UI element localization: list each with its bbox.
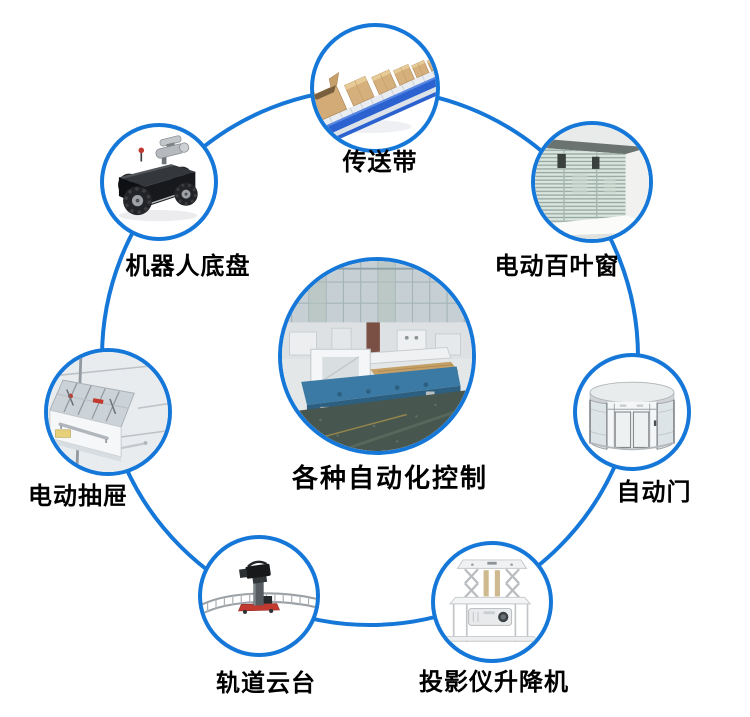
rail-gimbal-illustration <box>202 560 316 615</box>
node-conveyor-belt <box>310 23 440 153</box>
robot-chassis-label: 机器人底盘 <box>125 253 251 280</box>
automatic-door-illustration <box>589 381 675 451</box>
node-robot-chassis <box>100 123 218 241</box>
conveyor-belt-label: 传送带 <box>342 149 418 176</box>
robot-chassis-illustration <box>117 135 198 222</box>
electric-blinds-illustration <box>535 125 649 239</box>
projector-lift-label: 投影仪升降机 <box>419 669 569 696</box>
electric-blinds-label: 电动百叶窗 <box>494 253 620 280</box>
node-rail-gimbal <box>198 535 320 657</box>
automatic-door-label: 自动门 <box>616 479 692 506</box>
electric-drawer-label: 电动抽屉 <box>28 483 128 510</box>
node-electric-blinds <box>531 121 653 243</box>
electric-drawer-illustration <box>48 352 168 472</box>
center-label: 各种自动化控制 <box>291 463 489 493</box>
node-electric-drawer <box>44 348 172 476</box>
projector-lift-illustration <box>441 559 539 643</box>
center-node-automation-control <box>278 257 476 455</box>
rail-gimbal-label: 轨道云台 <box>216 670 316 697</box>
node-projector-lift <box>431 541 553 663</box>
conveyor-belt-illustration <box>314 56 436 149</box>
factory-automation-illustration <box>282 261 472 451</box>
node-automatic-door <box>573 353 691 471</box>
